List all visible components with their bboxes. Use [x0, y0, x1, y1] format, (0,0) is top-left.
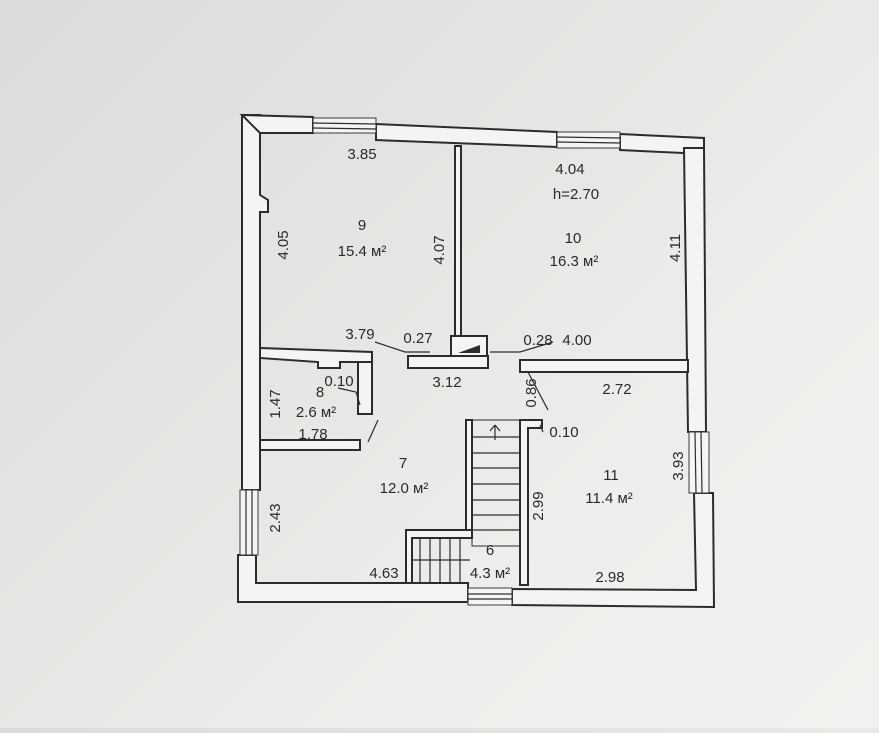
room-11-area: 11.4 м² — [585, 490, 633, 507]
dim-0-86: 0.86 — [523, 378, 540, 407]
leader-0-10-left — [337, 387, 361, 406]
dim-2-72: 2.72 — [602, 381, 631, 398]
dim-3-12: 3.12 — [432, 374, 461, 391]
dimension-labels: 3.85 4.04 4.05 4.07 4.11 3.79 0.27 0.28 … — [267, 146, 687, 586]
dim-2-98: 2.98 — [595, 569, 624, 586]
wall-6-left — [405, 529, 473, 584]
window-left — [239, 489, 259, 556]
wall-stair — [465, 419, 473, 539]
wall-11-left — [519, 419, 543, 586]
ceiling-height: h=2.70 — [553, 186, 599, 203]
room-6-number: 6 — [486, 542, 494, 559]
window-right — [688, 431, 710, 494]
room-11-number: 11 — [603, 467, 619, 484]
wall-left-upper — [241, 114, 269, 491]
dim-4-63: 4.63 — [369, 565, 398, 582]
room-6-area: 4.3 м² — [470, 565, 510, 582]
door-11 — [527, 371, 549, 411]
room-10-number: 10 — [565, 230, 582, 247]
wall-top-middle — [375, 122, 558, 149]
wall-9-10 — [454, 145, 462, 337]
room-9-number: 9 — [358, 217, 366, 234]
dim-3-79: 3.79 — [345, 326, 374, 343]
chimney — [450, 335, 488, 359]
dim-0-27: 0.27 — [403, 330, 432, 347]
leader-0-27 — [374, 341, 430, 353]
window-bottom — [467, 587, 513, 606]
leader-0-28 — [490, 341, 554, 353]
room-10-area: 16.3 м² — [550, 253, 599, 270]
window-top-left — [312, 117, 377, 134]
room-8-area: 2.6 м² — [296, 404, 336, 421]
staircase — [412, 419, 521, 583]
wall-8-top — [259, 346, 373, 369]
dim-4-00: 4.00 — [562, 332, 591, 349]
room-7-number: 7 — [399, 455, 407, 472]
room-labels: 9 15.4 м² 10 16.3 м² 8 2.6 м² 7 12.0 м² … — [296, 186, 633, 582]
wall-8-bottom — [259, 439, 361, 451]
interior-walls — [259, 145, 689, 586]
wall-hall-top — [407, 355, 489, 369]
chimney-mark — [458, 345, 480, 353]
dim-2-43: 2.43 — [267, 503, 284, 532]
dim-0-28: 0.28 — [523, 332, 552, 349]
room-7-area: 12.0 м² — [380, 480, 429, 497]
room-8-number: 8 — [316, 384, 324, 401]
windows — [239, 117, 710, 606]
dim-4-04: 4.04 — [555, 161, 584, 178]
wall-left-lower — [237, 554, 469, 603]
dim-4-07: 4.07 — [431, 235, 448, 264]
dim-4-05: 4.05 — [275, 230, 292, 259]
dim-4-11: 4.11 — [667, 234, 684, 262]
dim-3-85: 3.85 — [347, 146, 376, 163]
window-top-right — [556, 131, 621, 149]
leader-lines — [337, 341, 554, 443]
wall-11-top — [519, 359, 689, 373]
dim-0-10-left: 0.10 — [324, 373, 353, 390]
dim-1-47: 1.47 — [267, 389, 284, 418]
dim-2-99: 2.99 — [530, 491, 547, 520]
wall-8-right — [357, 361, 373, 415]
room-9-area: 15.4 м² — [338, 243, 387, 260]
wall-right-upper — [682, 147, 708, 433]
leader-0-10-right — [539, 424, 544, 433]
dim-3-93: 3.93 — [670, 451, 687, 480]
dim-0-10-right: 0.10 — [549, 424, 578, 441]
dim-1-78: 1.78 — [298, 426, 327, 443]
door-8 — [367, 419, 379, 443]
